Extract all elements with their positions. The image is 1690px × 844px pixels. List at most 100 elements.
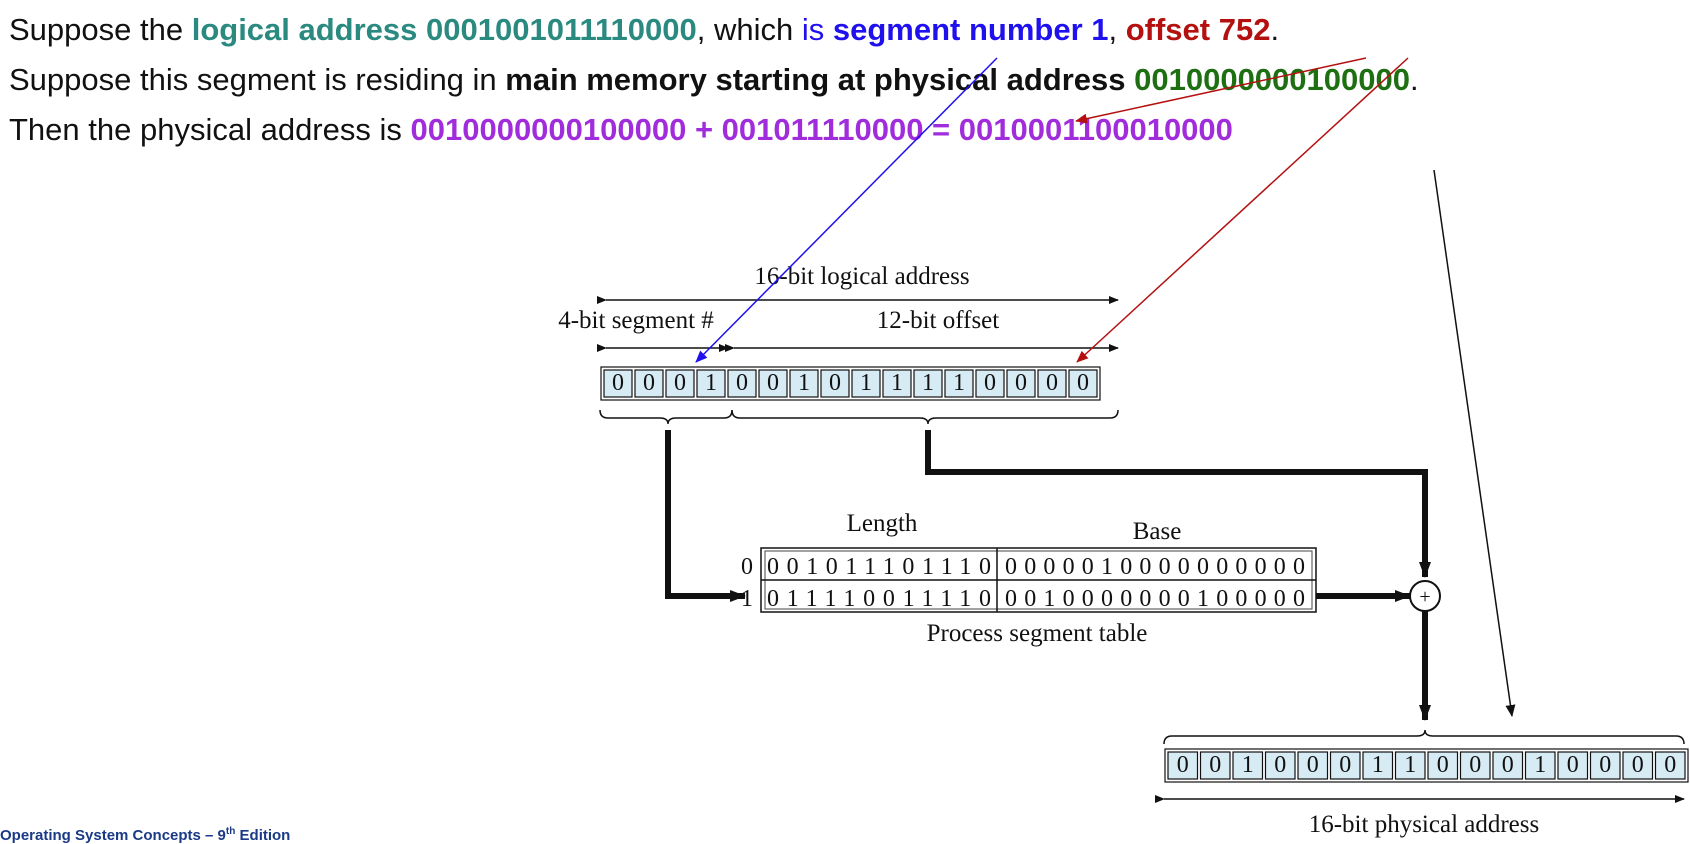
offset-annotation-arrow — [1076, 57, 1409, 363]
physical-frame — [1164, 748, 1689, 783]
physical-bit-2: 1 — [1242, 752, 1254, 778]
line1-text-1: Suppose the — [9, 12, 192, 47]
length-column-header: Length — [847, 510, 918, 537]
table-row-0-index: 0 — [741, 554, 753, 580]
logical-bit-10: 1 — [922, 370, 934, 396]
footer-title-post: Edition — [235, 827, 291, 844]
logical-bit-2: 0 — [674, 370, 686, 396]
physical-cell-14 — [1622, 751, 1654, 780]
logical-bit-13: 0 — [1015, 370, 1027, 396]
logical-cell-7 — [820, 369, 850, 398]
segment-annotation-arrow — [695, 57, 998, 363]
logical-bit-7: 0 — [829, 370, 841, 396]
base-annotation-arrow — [1075, 57, 1367, 124]
sentence-line-1: Suppose the logical address 000100101111… — [9, 14, 1279, 45]
line3-text-1: Then the physical address is — [9, 112, 411, 147]
physical-bit-0: 0 — [1177, 752, 1189, 778]
logical-cell-15 — [1068, 369, 1098, 398]
physical-brace — [1163, 729, 1685, 745]
footer-title-sup: th — [225, 826, 236, 837]
physical-bit-1: 0 — [1209, 752, 1221, 778]
line1-comma: , — [1108, 12, 1126, 47]
physical-bit-15: 0 — [1664, 752, 1676, 778]
physical-cell-2 — [1232, 751, 1264, 780]
logical-address-label: 16-bit logical address — [754, 263, 969, 290]
logical-bit-0: 0 — [612, 370, 624, 396]
logical-bit-15: 0 — [1077, 370, 1089, 396]
offset-highlight: offset 752 — [1125, 12, 1271, 47]
offset-bits-label: 12-bit offset — [877, 307, 999, 334]
physical-address-calculation: 0010000000100000 + 001011110000 = 001000… — [410, 112, 1233, 147]
logical-cell-8 — [851, 369, 881, 398]
line2-period: . — [1409, 62, 1419, 97]
physical-cell-3 — [1264, 751, 1296, 780]
physical-bit-4: 0 — [1307, 752, 1319, 778]
footer-title-pre: Operating System Concepts – 9 — [0, 827, 226, 844]
segment-to-table-arrow — [665, 430, 746, 602]
physical-cell-5 — [1329, 751, 1361, 780]
line1-is: is — [801, 12, 833, 47]
physical-bit-8: 0 — [1437, 752, 1449, 778]
physical-bit-14: 0 — [1632, 752, 1644, 778]
logical-cell-10 — [913, 369, 943, 398]
line2-text-1: Suppose this segment is residing in — [9, 62, 506, 97]
logical-frame — [600, 366, 1101, 401]
logical-cell-6 — [789, 369, 819, 398]
logical-cell-13 — [1006, 369, 1036, 398]
physical-cell-10 — [1492, 751, 1524, 780]
physical-cell-9 — [1459, 751, 1491, 780]
logical-bit-1: 0 — [643, 370, 655, 396]
logical-bit-6: 1 — [798, 370, 810, 396]
logical-bit-9: 1 — [891, 370, 903, 396]
segment-number-highlight: segment number 1 — [832, 12, 1109, 47]
line1-period: . — [1270, 12, 1280, 47]
physical-cell-8 — [1427, 751, 1459, 780]
logical-cell-3 — [696, 369, 726, 398]
logical-bit-4: 0 — [736, 370, 748, 396]
segment-brace — [599, 409, 733, 425]
offset-to-adder-arrow — [925, 430, 1431, 578]
footer-book-title: Operating System Concepts – 9th Edition — [0, 826, 290, 844]
segment-table-caption: Process segment table — [927, 620, 1148, 647]
table-row-0-base: 0000010000000000 — [1005, 554, 1305, 580]
physical-cell-6 — [1362, 751, 1394, 780]
logical-cell-1 — [634, 369, 664, 398]
adder-symbol: + — [1419, 586, 1430, 608]
segment-bits-label: 4-bit segment # — [558, 307, 714, 334]
logical-cell-14 — [1037, 369, 1067, 398]
physical-start-address: 0010000000100000 — [1134, 62, 1410, 97]
physical-cell-11 — [1524, 751, 1556, 780]
logical-bit-11: 1 — [953, 370, 965, 396]
physical-bit-3: 0 — [1274, 752, 1286, 778]
base-column-header: Base — [1133, 518, 1182, 545]
logical-bit-14: 0 — [1046, 370, 1058, 396]
segment-table — [760, 547, 1317, 613]
table-row-1-length: 011110011110 — [767, 586, 991, 612]
physical-cell-0 — [1167, 751, 1199, 780]
logical-cell-9 — [882, 369, 912, 398]
physical-bit-7: 1 — [1404, 752, 1416, 778]
line1-text-2: , which — [696, 12, 802, 47]
physical-bit-5: 0 — [1339, 752, 1351, 778]
result-annotation-arrow — [1433, 169, 1516, 717]
physical-bit-6: 1 — [1372, 752, 1384, 778]
logical-cell-12 — [975, 369, 1005, 398]
physical-cell-13 — [1589, 751, 1621, 780]
table-row-1-base: 0010000000100000 — [1005, 586, 1305, 612]
physical-bit-11: 1 — [1534, 752, 1546, 778]
physical-address-label: 16-bit physical address — [1309, 811, 1540, 838]
logical-bit-3: 1 — [705, 370, 717, 396]
offset-brace — [731, 409, 1119, 425]
table-row-1-index: 1 — [741, 586, 753, 612]
table-row-0-length: 001011101110 — [767, 554, 991, 580]
logical-cell-11 — [944, 369, 974, 398]
logical-cell-5 — [758, 369, 788, 398]
logical-cell-0 — [603, 369, 633, 398]
physical-cell-12 — [1557, 751, 1589, 780]
sentence-line-3: Then the physical address is 00100000001… — [9, 114, 1233, 145]
physical-cell-15 — [1654, 751, 1686, 780]
physical-cell-7 — [1394, 751, 1426, 780]
